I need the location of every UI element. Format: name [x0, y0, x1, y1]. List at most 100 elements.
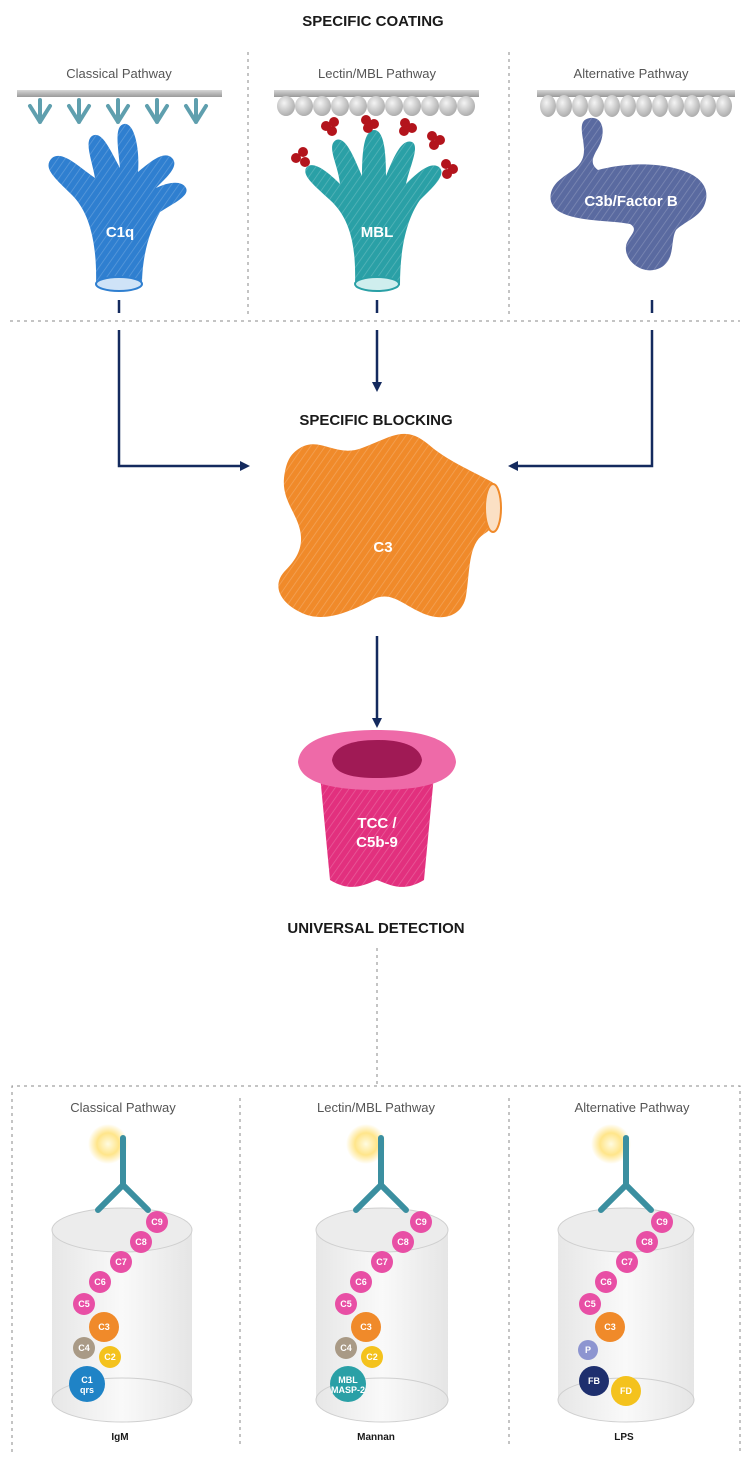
ball-label-c6: C6 [94, 1277, 106, 1287]
ball-label-c9: C9 [151, 1217, 163, 1227]
flow-arrows [117, 330, 654, 728]
ball-label-p: P [585, 1345, 591, 1355]
ball-label-c2: C2 [104, 1352, 116, 1362]
bottom-panel-classical: Classical Pathway C9 C8 C7 C6 C5 C3 C4 C… [51, 1100, 193, 1443]
ball-label-c5: C5 [584, 1299, 596, 1309]
cascade-balls-alternative: C9 C8 C7 C6 C5 C3 P FD FB [578, 1211, 673, 1406]
ball-c7 [371, 1251, 393, 1273]
detection-antibody-icon [88, 1124, 151, 1213]
ball-fb [579, 1366, 609, 1396]
detection-antibody-icon [591, 1124, 654, 1213]
top-panel-lectin: Lectin/MBL Pathway MBL [274, 66, 479, 313]
ball-c2 [99, 1346, 121, 1368]
coating-surface-bar [537, 90, 735, 97]
ball-label-c3: C3 [360, 1322, 372, 1332]
ball-p [578, 1340, 598, 1360]
bottom-panel-alternative: Alternative Pathway C9 C8 C7 C6 C5 C3 P … [557, 1100, 695, 1443]
ball-label-c6: C6 [600, 1277, 612, 1287]
molecule-label-c3b-factor-b: C3b/Factor B [584, 193, 678, 210]
ball-c8 [636, 1231, 658, 1253]
ball-c5 [579, 1293, 601, 1315]
mannan-bead-row-icon [277, 96, 475, 116]
ball-sublabel-mbl: MASP-2 [331, 1385, 365, 1395]
c3b-factor-b-molecule-icon [550, 117, 707, 271]
top-panel-alternative: Alternative Pathway C3b/Factor B [537, 66, 735, 313]
top-pathway-label-classical: Classical Pathway [66, 66, 172, 81]
ball-label-c9: C9 [656, 1217, 668, 1227]
ball-label-c8: C8 [135, 1237, 147, 1247]
ball-label-c4: C4 [340, 1343, 352, 1353]
ball-label-c8: C8 [641, 1237, 653, 1247]
ball-c5 [73, 1293, 95, 1315]
coating-surface-bar [274, 90, 479, 97]
ball-sublabel-c1: qrs [80, 1385, 94, 1395]
antibody-array-icon [28, 98, 208, 124]
ball-label-c9: C9 [415, 1217, 427, 1227]
ball-c1 [69, 1366, 105, 1402]
ball-c9 [651, 1211, 673, 1233]
ball-fd [611, 1376, 641, 1406]
ball-label-c5: C5 [78, 1299, 90, 1309]
substrate-label-igm: IgM [111, 1432, 128, 1443]
ball-label-c6: C6 [355, 1277, 367, 1287]
tcc-complex-icon [298, 730, 456, 887]
ball-c4 [73, 1337, 95, 1359]
ball-label-fb: FB [588, 1376, 600, 1386]
signal-spark-icon [88, 1124, 128, 1164]
ball-label-c4: C4 [78, 1343, 90, 1353]
ball-c9 [146, 1211, 168, 1233]
ball-label-c3: C3 [98, 1322, 110, 1332]
substrate-label-lps: LPS [614, 1432, 634, 1443]
ball-c8 [130, 1231, 152, 1253]
ball-c9 [410, 1211, 432, 1233]
signal-spark-icon [591, 1124, 631, 1164]
bottom-pathway-label-alternative: Alternative Pathway [575, 1100, 690, 1115]
ball-c6 [595, 1271, 617, 1293]
tcc-label-line1: TCC / [357, 815, 397, 832]
heading-specific-coating: SPECIFIC COATING [302, 13, 443, 30]
tcc-label-line2: C5b-9 [356, 834, 398, 851]
bottom-frame [11, 948, 741, 1452]
heading-universal-detection: UNIVERSAL DETECTION [287, 920, 464, 937]
ball-label-c2: C2 [366, 1352, 378, 1362]
bottom-panel-lectin: Lectin/MBL Pathway C9 C8 C7 C6 C5 C3 C4 … [315, 1100, 449, 1443]
ball-c6 [350, 1271, 372, 1293]
ball-c3 [351, 1312, 381, 1342]
bottom-pathway-label-lectin: Lectin/MBL Pathway [317, 1100, 436, 1115]
ball-label-c7: C7 [621, 1257, 633, 1267]
detection-antibody-icon [346, 1124, 409, 1213]
ball-c6 [89, 1271, 111, 1293]
molecule-label-mbl: MBL [361, 224, 394, 241]
top-pathway-label-alternative: Alternative Pathway [574, 66, 689, 81]
ball-label-c5: C5 [340, 1299, 352, 1309]
c3-label: C3 [373, 539, 392, 556]
ball-mbl [330, 1366, 366, 1402]
arrow-alternative-to-c3 [508, 330, 654, 471]
ball-c3 [595, 1312, 625, 1342]
ball-label-fd: FD [620, 1386, 632, 1396]
mannose-cluster-icons [291, 115, 458, 179]
substrate-label-mannan: Mannan [357, 1432, 395, 1443]
ball-c7 [110, 1251, 132, 1273]
lps-bead-row-icon [540, 95, 732, 117]
ball-label-c7: C7 [376, 1257, 388, 1267]
top-dividers [10, 52, 740, 322]
arrow-classical-to-c3 [117, 330, 250, 471]
heading-specific-blocking: SPECIFIC BLOCKING [299, 412, 452, 429]
ball-c5 [335, 1293, 357, 1315]
ball-c7 [616, 1251, 638, 1273]
coating-surface-bar [17, 90, 222, 97]
ball-label-c8: C8 [397, 1237, 409, 1247]
top-panel-classical: Classical Pathway C1q [17, 66, 222, 313]
ball-label-c7: C7 [115, 1257, 127, 1267]
c1q-molecule-icon [48, 123, 187, 292]
c3-molecule-icon [278, 433, 502, 618]
ball-c3 [89, 1312, 119, 1342]
top-pathway-label-lectin: Lectin/MBL Pathway [318, 66, 437, 81]
ball-label-c1: C1 [81, 1375, 93, 1385]
bottom-pathway-label-classical: Classical Pathway [70, 1100, 176, 1115]
ball-c8 [392, 1231, 414, 1253]
ball-label-c3: C3 [604, 1322, 616, 1332]
